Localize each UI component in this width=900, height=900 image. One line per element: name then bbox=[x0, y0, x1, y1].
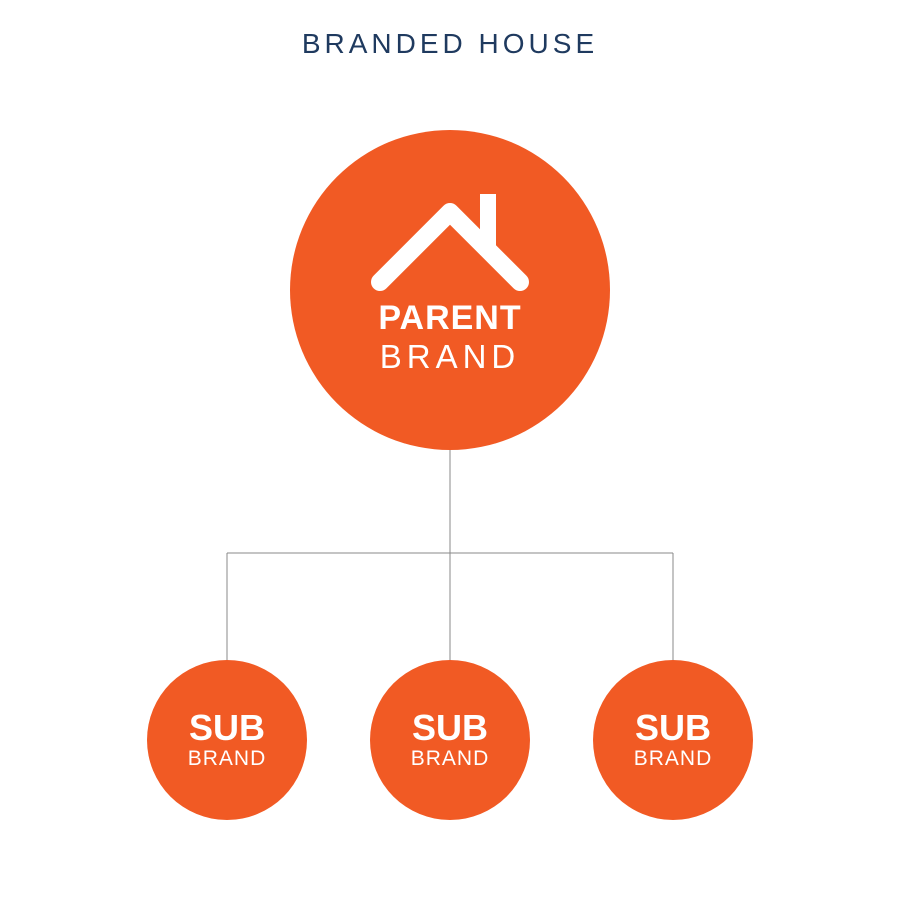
sub-brand-label-bold: SUB bbox=[411, 707, 488, 748]
parent-brand-label-light: BRAND bbox=[379, 338, 521, 375]
parent-brand-node: PARENT BRAND bbox=[290, 130, 610, 450]
sub-brand-label-bold: SUB bbox=[188, 707, 265, 748]
diagram-title: BRANDED HOUSE bbox=[301, 28, 599, 59]
parent-brand-label-bold: PARENT bbox=[378, 299, 522, 337]
sub-brand-label-light: BRAND bbox=[187, 747, 267, 770]
sub-brand-label-light: BRAND bbox=[633, 747, 713, 770]
sub-brand-label-bold: SUB bbox=[634, 707, 711, 748]
sub-brand-node: SUB BRAND bbox=[147, 660, 307, 820]
sub-brand-label-light: BRAND bbox=[410, 747, 490, 770]
sub-brand-node: SUB BRAND bbox=[593, 660, 753, 820]
house-icon bbox=[371, 194, 529, 291]
sub-brand-node: SUB BRAND bbox=[370, 660, 530, 820]
